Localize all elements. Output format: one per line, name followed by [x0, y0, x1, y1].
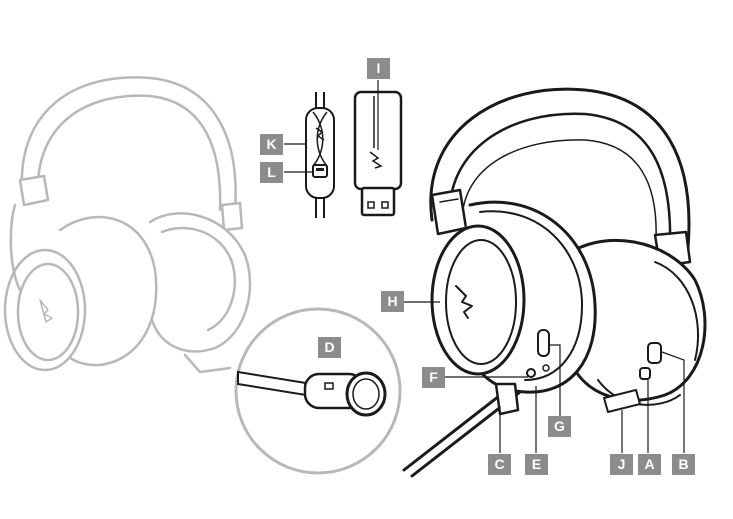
callout-d: D: [318, 337, 341, 358]
main-headset: [402, 87, 707, 478]
ghost-headset: [3, 76, 252, 374]
inline-remote: [305, 92, 335, 218]
callout-l: L: [260, 162, 283, 183]
callout-c: C: [488, 454, 511, 475]
callout-b: B: [672, 454, 695, 475]
callout-g: G: [548, 416, 571, 437]
callout-i: I: [367, 58, 390, 79]
callout-k: K: [260, 134, 283, 155]
callout-h: H: [381, 291, 404, 312]
mic-detail: [234, 307, 402, 475]
callout-f: F: [422, 367, 445, 388]
callout-a: A: [638, 454, 661, 475]
callout-e: E: [525, 454, 548, 475]
leader-lines: [284, 80, 685, 453]
callout-j: J: [610, 454, 633, 475]
